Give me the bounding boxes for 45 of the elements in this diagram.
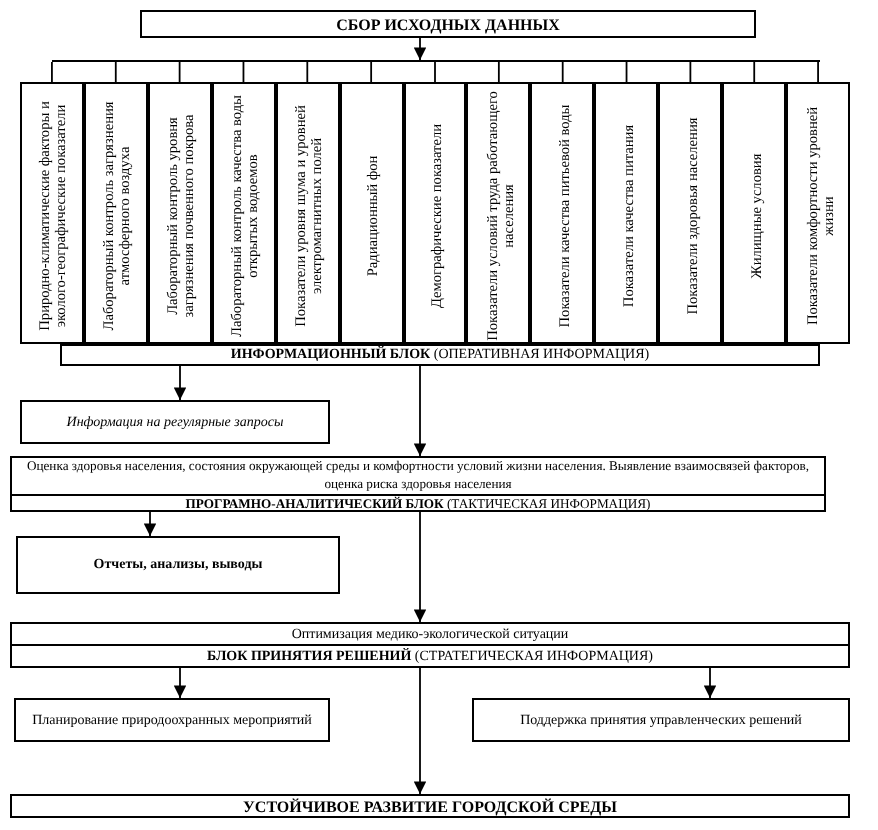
arrow [413, 365, 427, 457]
indicator-column [403, 82, 467, 344]
process-box [472, 698, 850, 742]
connector-line [497, 61, 500, 83]
indicator-column [466, 82, 531, 344]
box-text: СБОР ИСХОДНЫХ ДАННЫХ [336, 15, 560, 33]
process-box [60, 344, 820, 366]
arrow [703, 667, 717, 699]
arrow [173, 667, 187, 699]
process-box [10, 794, 850, 818]
connector-line [51, 61, 53, 83]
arrow [413, 37, 427, 61]
arrow [413, 667, 427, 795]
indicator-column [658, 82, 723, 344]
indicator-column [147, 82, 212, 344]
connector-line [242, 61, 245, 83]
indicator-column [83, 82, 148, 344]
connector-line [370, 61, 373, 83]
process-box [16, 536, 340, 594]
connector-line [306, 61, 309, 83]
process-box [14, 698, 330, 742]
indicator-column [275, 82, 340, 344]
box-text: УСТОЙЧИВОЕ РАЗВИТИЕ ГОРОДСКОЙ СРЕДЫ [243, 797, 617, 815]
indicator-column [594, 82, 659, 344]
connector-line [817, 61, 819, 83]
indicator-column [211, 82, 276, 344]
process-box [10, 622, 850, 668]
indicator-column [530, 82, 595, 344]
connector-line [434, 61, 436, 83]
connector-line [178, 61, 181, 83]
indicator-column [20, 82, 84, 344]
connector-line [689, 61, 692, 83]
indicator-column [722, 82, 787, 344]
process-box [20, 400, 330, 444]
arrow [413, 511, 427, 623]
process-box [10, 456, 826, 512]
connector-line [625, 61, 628, 83]
indicator-column [339, 82, 404, 344]
arrow [173, 365, 187, 401]
indicator-column [786, 82, 850, 344]
arrow [143, 511, 157, 537]
connector-line [114, 61, 117, 83]
connector-line [561, 61, 564, 83]
connector-line [753, 61, 756, 83]
process-box [140, 10, 756, 38]
